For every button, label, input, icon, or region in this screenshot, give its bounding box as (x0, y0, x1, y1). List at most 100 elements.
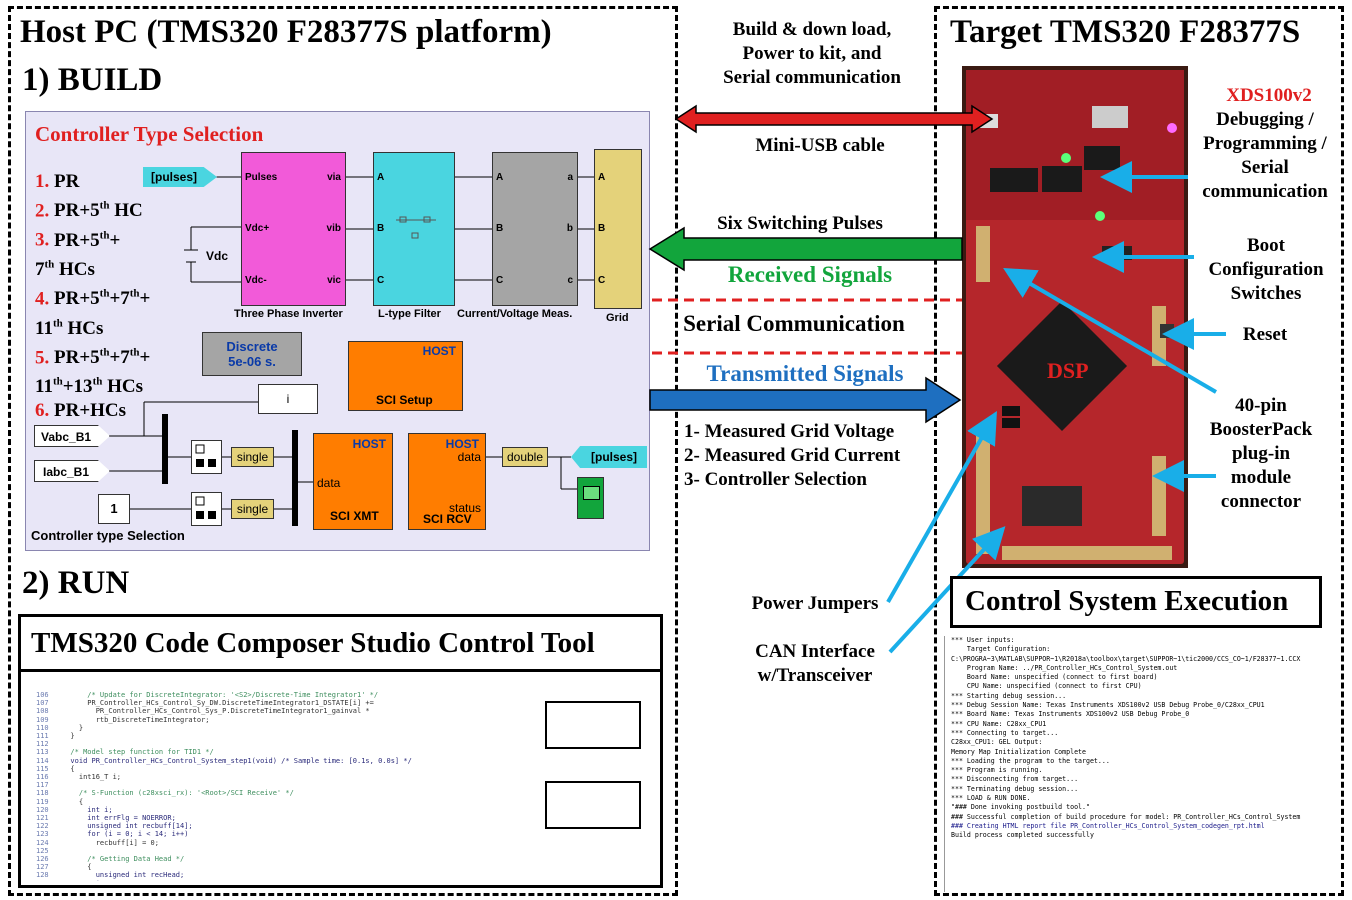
mini-usb-label: Mini-USB cable (755, 135, 885, 156)
log-line: ### Successful completion of build proce… (951, 812, 1301, 821)
code-line: 108 PR_Controller_HCs_Control_Sys_P.Disc… (36, 707, 516, 715)
constant-block[interactable]: 1 (98, 494, 130, 524)
sci-xmt-block[interactable]: HOST data SCI XMT (313, 433, 393, 530)
code-line: 120 int i; (36, 806, 516, 814)
code-line-number: 118 (36, 789, 49, 798)
pulses-from-tag[interactable]: [pulses] (143, 167, 217, 187)
single-convert-2[interactable]: single (231, 499, 274, 519)
code-line: 122 unsigned int recbuff[14]; (36, 822, 516, 830)
ccs-title-divider (21, 669, 660, 672)
code-line: 114 void PR_Controller_HCs_Control_Syste… (36, 757, 516, 765)
log-line: *** Loading the program to the target... (951, 756, 1110, 765)
pulses-goto-tag[interactable]: [pulses] (571, 446, 647, 468)
code-line-number: 110 (36, 723, 49, 732)
target-title: Target TMS320 F28377S (950, 14, 1301, 50)
sci-setup-block[interactable]: HOST SCI Setup (348, 341, 463, 411)
code-line: 127 { (36, 863, 516, 871)
boosterpack-label: 40-pin BoosterPack plug-in module connec… (1209, 395, 1313, 512)
dsp-label: DSP (1047, 358, 1089, 383)
code-line-number: 120 (36, 805, 49, 814)
l-type-filter-block[interactable]: A B C (373, 152, 455, 306)
log-line: *** Debug Session Name: Texas Instrument… (951, 701, 1265, 710)
code-line: 107 PR_Controller_HCs_Control_Sy_DW.Disc… (36, 699, 516, 707)
log-line: Build process completed successfully (951, 831, 1094, 840)
code-line: 111 } (36, 732, 516, 740)
code-line: 117 (36, 781, 516, 789)
log-line: *** CPU Name: C28xx_CPU1 (951, 719, 1047, 728)
ccs-button-1[interactable] (545, 701, 641, 749)
code-line-number: 113 (36, 748, 49, 757)
code-line: 124 recbuff[i] = 0; (36, 839, 516, 847)
code-line-text: int i; (62, 805, 113, 814)
code-line-text: /* S-Function (c28xsci_rx): '<Root>/SCI … (62, 789, 294, 798)
filter-label: L-type Filter (378, 308, 441, 320)
simulink-model-panel: Controller Type Selection 1. PR 2. PR+5t… (25, 111, 650, 551)
code-line: 125 (36, 847, 516, 855)
log-line: Memory Map Initialization Complete (951, 747, 1086, 756)
code-line: 121 int errFlg = NOERROR; (36, 814, 516, 822)
sci-rcv-block[interactable]: HOST data status SCI RCV (408, 433, 486, 530)
code-line-text: /* Update for DiscreteIntegrator: '<S2>/… (62, 691, 379, 699)
double-convert[interactable]: double (502, 447, 548, 467)
ccs-code-editor[interactable]: 106 /* Update for DiscreteIntegrator: '<… (36, 691, 516, 881)
build-label: 1) BUILD (22, 62, 163, 98)
single-convert-1[interactable]: single (231, 447, 274, 467)
controller-type-selection-title: Controller Type Selection (35, 122, 264, 146)
vabc-from-tag[interactable]: Vabc_B1 (34, 425, 110, 447)
code-line-number: 108 (36, 707, 49, 716)
controller-type-4: 4. PR+5th+7th+ (35, 287, 151, 310)
log-line: *** Starting debug session... (951, 691, 1067, 700)
log-line: *** Program is running. (951, 766, 1043, 775)
discrete-powergui-block[interactable]: Discrete 5e-06 s. (202, 332, 302, 376)
iabc-from-tag[interactable]: Iabc_B1 (34, 460, 110, 482)
code-line: 119 { (36, 798, 516, 806)
code-line-number: 116 (36, 773, 49, 782)
build-description: Build & down load, Power to kit, and Ser… (723, 19, 901, 88)
three-phase-inverter-block[interactable]: Pulses Vdc+ Vdc- via vib vic (241, 152, 346, 306)
code-line-text: PR_Controller_HCs_Control_Sys_P.Discrete… (62, 707, 370, 716)
code-line-text: { (62, 863, 92, 872)
code-line-number: 127 (36, 863, 49, 872)
code-line-text: int errFlg = NOERROR; (62, 814, 176, 823)
code-line-number: 106 (36, 691, 49, 699)
code-line-number: 114 (36, 756, 49, 765)
log-line: Program Name: ../PR_Controller_HCs_Contr… (951, 663, 1178, 672)
code-line-number: 128 (36, 871, 49, 880)
ccs-title: TMS320 Code Composer Studio Control Tool (31, 627, 595, 659)
code-line-number: 125 (36, 846, 49, 855)
code-line: 106 /* Update for DiscreteIntegrator: '<… (36, 691, 516, 699)
reset-label: Reset (1242, 324, 1288, 345)
inverter-label: Three Phase Inverter (234, 308, 343, 320)
grid-block[interactable]: A B C (594, 149, 642, 309)
code-line-text: } (62, 732, 75, 741)
code-line: 129 int cnt = 0; (36, 880, 516, 881)
host-pc-title: Host PC (TMS320 F28377S platform) (20, 14, 552, 50)
run-label: 2) RUN (22, 565, 130, 601)
launchpad-board (962, 66, 1188, 568)
vdc-label: Vdc (206, 249, 229, 263)
code-line-number: 112 (36, 740, 49, 749)
display-i-block[interactable]: i (258, 384, 318, 414)
six-pulses-label: Six Switching Pulses (717, 213, 883, 234)
code-line-text: unsigned int recHead; (62, 871, 185, 880)
code-line: 123 for (i = 0; i < 14; i++) (36, 830, 516, 838)
code-line-number: 126 (36, 855, 49, 864)
host-pc-frame (8, 6, 678, 896)
simulink-wiring (109, 176, 594, 526)
controller-type-1: 1. PR (35, 171, 80, 192)
rate-transition-1[interactable] (191, 440, 222, 474)
code-line: 128 unsigned int recHead; (36, 871, 516, 879)
log-line: *** Connecting to target... (951, 728, 1059, 737)
code-line-number: 121 (36, 814, 49, 823)
build-console-log[interactable]: *** User inputs: Target Configuration:C:… (944, 636, 1336, 892)
ccs-button-2[interactable] (545, 781, 641, 829)
code-line-text: /* Model step function for TID1 */ (62, 748, 214, 757)
scope-block[interactable] (577, 477, 604, 519)
code-line-number: 109 (36, 715, 49, 724)
code-line: 118 /* S-Function (c28xsci_rx): '<Root>/… (36, 789, 516, 797)
rate-transition-2[interactable] (191, 492, 222, 526)
code-line: 116 int16_T i; (36, 773, 516, 781)
code-line-text: for (i = 0; i < 14; i++) (62, 830, 189, 839)
current-voltage-meas-block[interactable]: A B C a b c (492, 152, 578, 306)
controller-type-5: 5. PR+5th+7th+ (35, 346, 151, 368)
